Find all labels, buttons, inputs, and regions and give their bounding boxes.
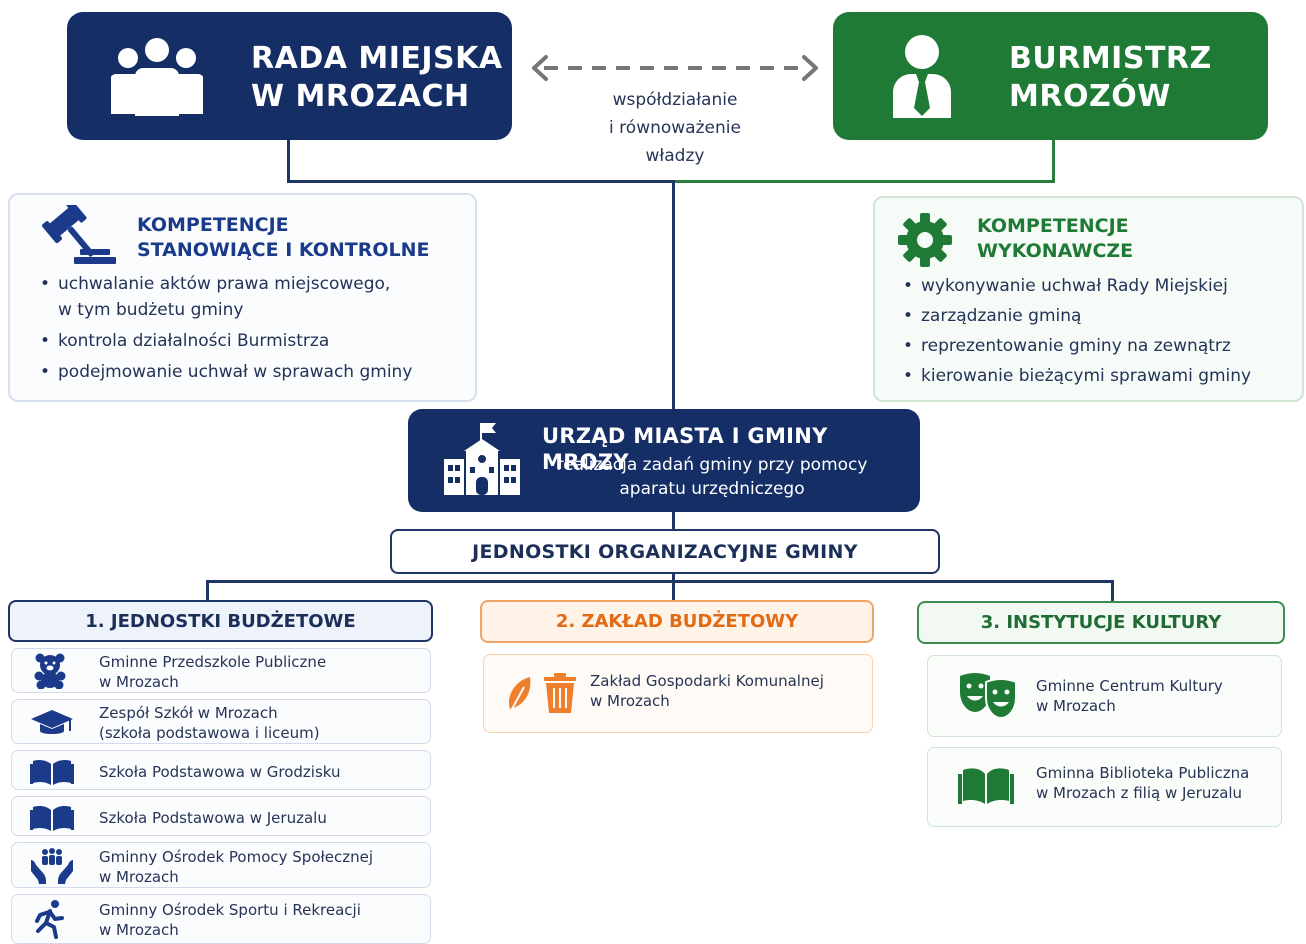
list-item: zarządzanie gminą [901, 303, 1301, 329]
unit-label: Gminny Ośrodek Sportu i Rekreacji w Mroz… [99, 901, 361, 939]
list-item: kontrola działalności Burmistrza [38, 328, 468, 354]
list-item: uchwalanie aktów prawa miejscowego, w ty… [38, 271, 468, 323]
connector-horizontal-green [675, 180, 1055, 183]
kompetencje-stanowiace-panel: KOMPETENCJE STANOWIĄCE I KONTROLNE uchwa… [8, 193, 477, 402]
unit-label: Zespół Szkół w Mrozach (szkoła podstawow… [99, 704, 320, 742]
person-tie-icon [893, 35, 951, 118]
connector-branch-left [206, 580, 209, 601]
burmistrz-box: BURMISTRZ MROZÓW [833, 12, 1268, 140]
urzad-title: URZĄD MIASTA I GMINY MROZY [542, 424, 828, 474]
list-item: kierowanie bieżącymi sprawami gminy [901, 363, 1301, 389]
connector-branch-horizontal [206, 580, 1114, 583]
double-arrow-icon [532, 55, 818, 81]
list-item: Gminne Centrum Kultury w Mrozach [927, 655, 1282, 737]
unit-label: Zakład Gospodarki Komunalnej w Mrozach [590, 672, 824, 710]
open-book-icon [30, 806, 74, 831]
connector-jednostki-down [672, 574, 675, 582]
open-book-icon [958, 768, 1014, 804]
kompetencje-rada-list: uchwalanie aktów prawa miejscowego, w ty… [38, 271, 468, 390]
connector-branch-middle [672, 580, 675, 601]
unit-label: Gminna Biblioteka Publiczna w Mrozach z … [1036, 764, 1250, 802]
theater-masks-icon [960, 673, 1017, 718]
teddy-bear-icon [34, 653, 66, 689]
caring-hands-icon [31, 848, 73, 884]
list-item: Gminny Ośrodek Pomocy Społecznej w Mroza… [11, 842, 431, 888]
list-item: Zakład Gospodarki Komunalnej w Mrozach [483, 654, 873, 733]
unit-label: Gminne Przedszkole Publiczne w Mrozach [99, 653, 327, 691]
category-jednostki-budzetowe: 1. JEDNOSTKI BUDŻETOWE [8, 600, 433, 642]
list-item: wykonywanie uchwał Rady Miejskiej [901, 273, 1301, 299]
open-book-icon [30, 760, 74, 785]
connector-horizontal-navy [287, 180, 675, 183]
urzad-box: URZĄD MIASTA I GMINY MROZY realizacja za… [408, 409, 920, 512]
list-item: Gminny Ośrodek Sportu i Rekreacji w Mroz… [11, 894, 431, 944]
category-zaklad-budzetowy: 2. ZAKŁAD BUDŻETOWY [480, 600, 874, 643]
rada-title: RADA MIEJSKA W MROZACH [251, 41, 503, 114]
unit-label: Gminne Centrum Kultury w Mrozach [1036, 677, 1223, 715]
kompetencje-burm-title: KOMPETENCJE WYKONAWCZE [977, 215, 1134, 262]
gavel-icon [42, 205, 116, 264]
town-hall-icon [444, 423, 520, 495]
connector-rada-down [287, 140, 290, 183]
list-item: reprezentowanie gminy na zewnątrz [901, 333, 1301, 359]
connector-burmistrz-down [1052, 140, 1055, 183]
urzad-subtitle: realizacja zadań gminy przy pomocy apara… [556, 455, 868, 499]
burmistrz-title: BURMISTRZ MROZÓW [1009, 41, 1212, 114]
kompetencje-burm-list: wykonywanie uchwał Rady Miejskiej zarząd… [901, 273, 1301, 393]
list-item: Zespół Szkół w Mrozach (szkoła podstawow… [11, 699, 431, 744]
unit-label: Szkoła Podstawowa w Jeruzalu [99, 809, 327, 827]
jednostki-organizacyjne-header: JEDNOSTKI ORGANIZACYJNE GMINY [390, 529, 940, 574]
connector-urzad-jednostki [672, 512, 675, 530]
gear-icon [898, 213, 952, 267]
unit-label: Szkoła Podstawowa w Grodzisku [99, 763, 341, 781]
graduation-cap-icon [31, 710, 73, 734]
list-item: Szkoła Podstawowa w Jeruzalu [11, 796, 431, 836]
list-item: podejmowanie uchwał w sprawach gminy [38, 359, 468, 385]
kompetencje-rada-title: KOMPETENCJE STANOWIĄCE I KONTROLNE [137, 214, 430, 261]
people-group-icon [111, 38, 203, 116]
unit-label: Gminny Ośrodek Pomocy Społecznej w Mroza… [99, 848, 374, 886]
connector-branch-right [1111, 580, 1114, 602]
rada-miejska-box: RADA MIEJSKA W MROZACH [67, 12, 512, 140]
runner-icon [35, 900, 64, 939]
kompetencje-wykonawcze-panel: KOMPETENCJE WYKONAWCZE wykonywanie uchwa… [873, 196, 1304, 402]
list-item: Szkoła Podstawowa w Grodzisku [11, 750, 431, 790]
category-instytucje-kultury: 3. INSTYTUCJE KULTURY [917, 601, 1285, 644]
leaf-trash-icon [508, 673, 576, 713]
cooperation-label: współdziałanie i równoważenie władzy [609, 90, 741, 166]
connector-center-trunk [672, 182, 675, 410]
list-item: Gminna Biblioteka Publiczna w Mrozach z … [927, 747, 1282, 827]
list-item: Gminne Przedszkole Publiczne w Mrozach [11, 648, 431, 693]
